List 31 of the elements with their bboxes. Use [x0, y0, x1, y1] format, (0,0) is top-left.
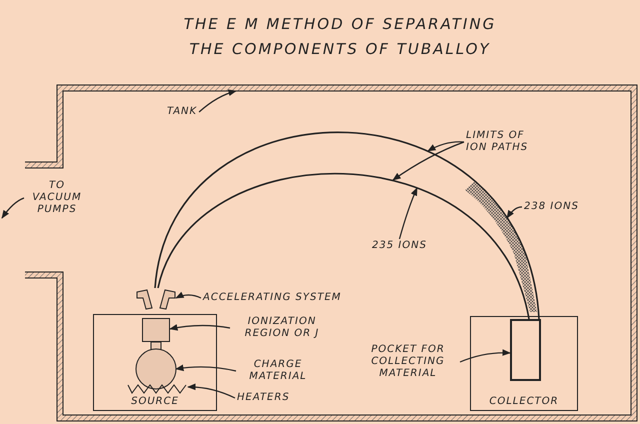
part-label: 238 IONS — [524, 201, 579, 213]
accelerating-electrodes — [135, 288, 177, 311]
leader-line — [398, 187, 418, 240]
part-label: POCKET FOR COLLECTING MATERIAL — [358, 344, 458, 380]
part-label: IONIZATION REGION OR J — [232, 316, 332, 340]
leader-line — [2, 197, 24, 219]
leader-line — [506, 206, 522, 219]
part-label: TANK — [167, 106, 198, 118]
part-label: HEATERS — [237, 392, 290, 404]
ionization-chamber — [142, 318, 170, 342]
charge-bulb — [136, 342, 176, 390]
part-label: 235 IONS — [372, 240, 427, 252]
collector-box: COLLECTOR — [470, 316, 578, 411]
title: THE E M METHOD OF SEPARATING THE COMPONENTS OF TUBALLOY — [182, 14, 498, 60]
heater-coil — [127, 383, 189, 395]
part-label: ACCELERATING SYSTEM — [203, 292, 342, 304]
part-label: CHARGE MATERIAL — [238, 359, 318, 383]
leader-line — [175, 292, 202, 299]
leader-line — [169, 324, 230, 331]
part-label: LIMITS OF ION PATHS — [466, 130, 548, 154]
leader-line — [460, 349, 511, 363]
collecting-pocket — [510, 319, 541, 381]
leader-line — [175, 364, 236, 372]
leader-line — [427, 141, 464, 152]
ion-path-limit — [154, 132, 540, 320]
leader-line — [187, 384, 236, 399]
leader-line — [392, 141, 464, 180]
part-label: TO VACUUM PUMPS — [26, 180, 88, 216]
ion-path-limit — [157, 173, 530, 320]
leader-line — [198, 90, 237, 112]
source-box: SOURCE — [93, 314, 217, 411]
